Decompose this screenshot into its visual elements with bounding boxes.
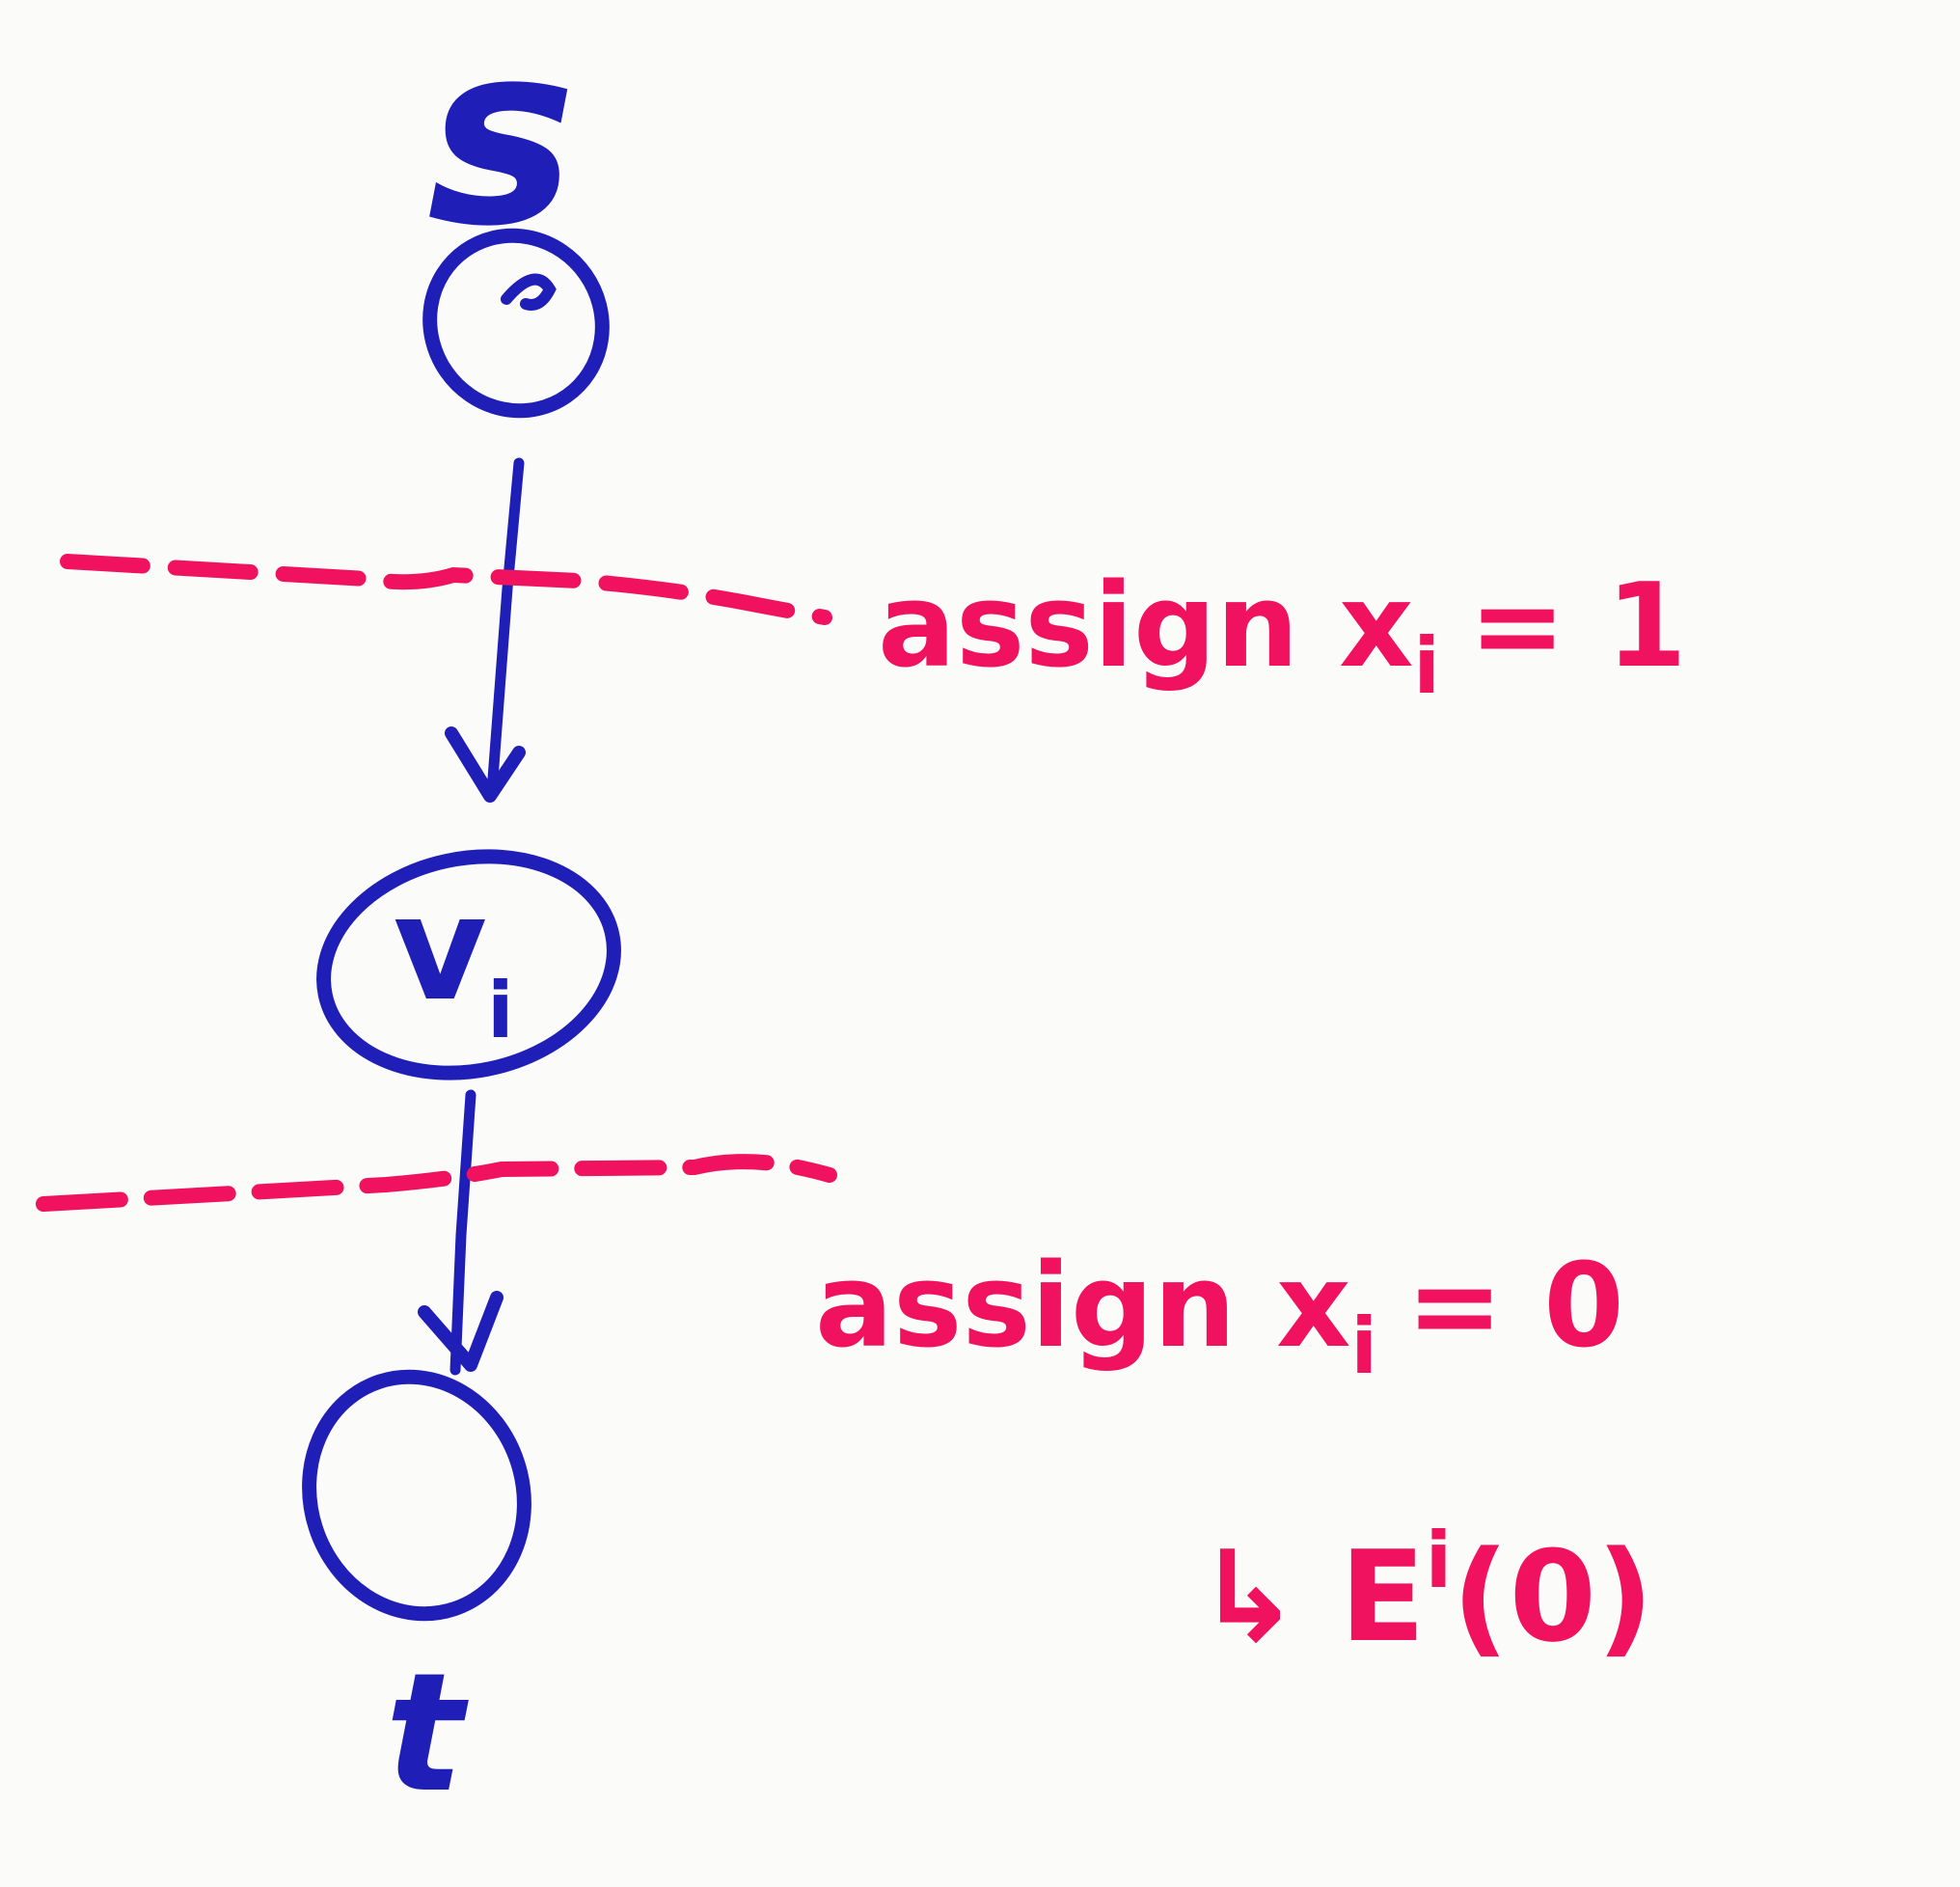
cut-1-annotation-text: assign x (878, 560, 1413, 694)
edge-s-to-v-line (486, 457, 525, 797)
node-t-label: t (385, 1638, 469, 1829)
edge-s-to-v-arrowhead (445, 726, 526, 803)
cost-note: ↳ Ei(0) (1196, 1516, 1653, 1670)
edge-v-to-t-line (449, 1089, 476, 1376)
cut-1-annotation-subscript: i (1413, 621, 1439, 711)
cut-1-annotation: assign xi = 1 (878, 560, 1687, 711)
edge-v-to-t-arrowhead (418, 1291, 504, 1372)
node-v-circle (316, 849, 621, 1080)
cut-2-annotation-text: assign x (815, 1240, 1350, 1374)
cut-1-dashed-line (60, 554, 832, 625)
node-v-label-main: v (393, 865, 487, 1033)
cut-1-annotation-equals: = 1 (1469, 560, 1687, 694)
node-s: s (422, 0, 610, 419)
cut-2-annotation: assign xi = 0 (815, 1240, 1624, 1391)
cost-note-text: ↳ Ei(0) (1196, 1516, 1653, 1670)
node-s-inner-curl (501, 273, 557, 311)
cut-2: assign xi = 0 (36, 1154, 1624, 1391)
cost-note-symbol: E (1340, 1523, 1426, 1670)
node-s-circle (422, 228, 610, 419)
edge-v-to-t (418, 1089, 504, 1376)
node-v: vi (316, 849, 621, 1080)
edge-s-to-v (445, 457, 526, 803)
cut-2-annotation-subscript: i (1350, 1301, 1376, 1391)
cut-2-annotation-equals: = 0 (1406, 1240, 1624, 1374)
cost-note-argument: (0) (1452, 1523, 1653, 1670)
node-t: t (302, 1369, 531, 1829)
cost-note-arrow: ↳ (1196, 1523, 1301, 1670)
cut-1: assign xi = 1 (60, 554, 1687, 711)
node-t-circle (302, 1369, 531, 1622)
node-v-label: vi (393, 865, 513, 1055)
cost-note-superscript: i (1426, 1516, 1452, 1605)
cut-2-dashed-line (36, 1154, 837, 1212)
node-v-label-subscript: i (487, 966, 513, 1055)
